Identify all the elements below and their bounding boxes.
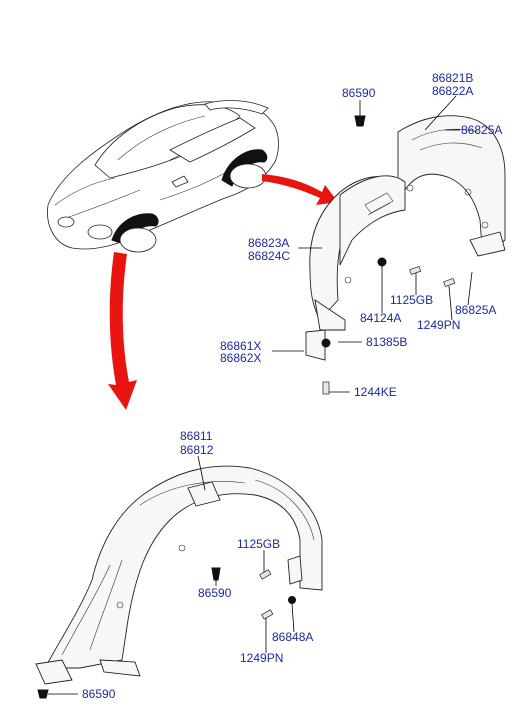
front-wheel-guard [35,465,323,685]
clip-86590-front [211,567,221,581]
callout-86825a-mid: 86825A [455,303,496,317]
callout-86862x: 86862X [220,351,261,365]
leader-lines [48,95,473,695]
callout-86821b: 86821B [432,71,473,85]
callout-1244ke: 1244KE [354,385,397,399]
callout-86825a-top: 86825A [461,123,502,137]
bolt-1249pn-rear [443,277,456,287]
callout-86848a: 86848A [272,630,313,644]
callout-86811: 86811 [180,429,213,443]
bolt-1249pn-front [261,609,274,620]
callout-86590-top: 86590 [342,86,376,100]
callout-86590-bottom: 86590 [82,687,116,701]
callout-86823a: 86823A [248,236,289,250]
callout-81385b: 81385B [366,335,407,349]
nut-81385b [321,338,331,348]
nut-84124a [377,257,387,267]
clip-86590-rear [354,115,366,127]
callout-86812: 86812 [180,443,214,457]
callout-86822a: 86822A [432,84,473,98]
callout-1125gb-front: 1125GB [237,537,280,551]
bolt-1125gb-rear [409,265,422,275]
callout-86824c: 86824C [248,249,290,263]
rear-arrow [262,174,338,205]
rear-wheel-guard [305,115,506,361]
callout-86590-mid: 86590 [198,586,232,600]
bolt-1125gb-front [259,569,272,580]
bolt-1244ke [322,381,330,395]
callouts: 86590 86821B 86822A 86825A 86823A 86824C… [82,71,502,701]
callout-1125gb-rear: 1125GB [390,293,433,307]
car-illustration [47,100,279,253]
callout-84124a: 84124A [360,311,401,325]
front-arrow [108,252,137,410]
callout-1249pn-rear: 1249PN [417,318,460,332]
callout-1249pn-front: 1249PN [240,651,283,665]
callout-86861x: 86861X [220,339,261,353]
nut-86848a [288,596,296,604]
clip-86590-bottom [37,689,49,699]
